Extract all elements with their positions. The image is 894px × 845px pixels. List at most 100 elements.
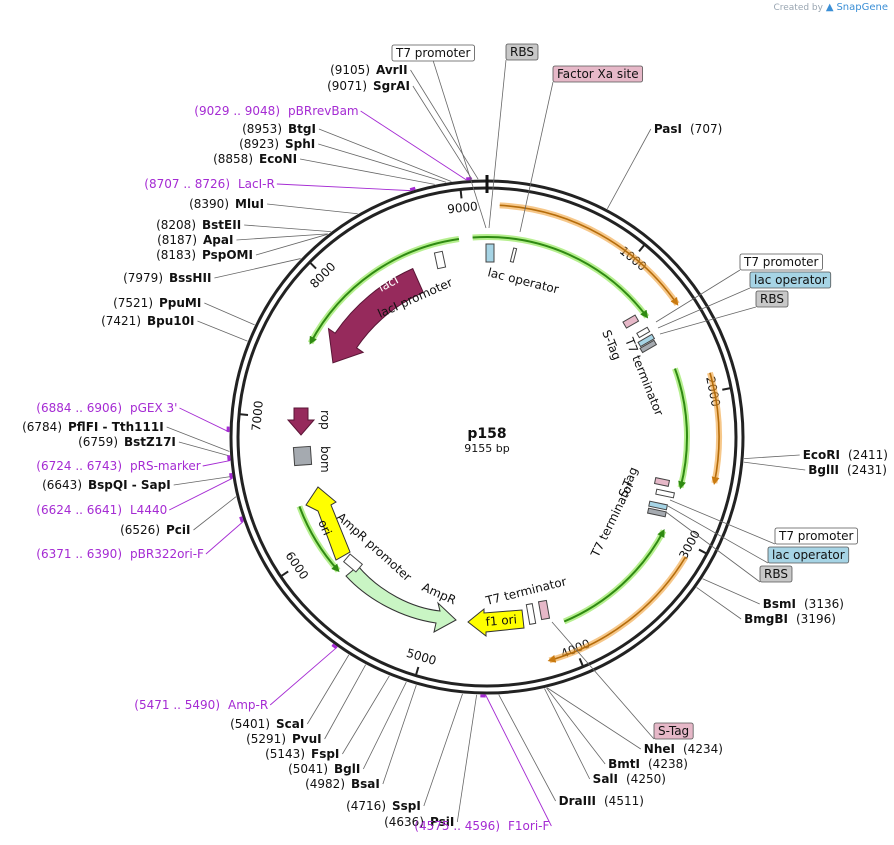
credit-brand: SnapGene (836, 2, 888, 13)
boxed-feature[interactable]: RBS (759, 565, 793, 583)
leader-line (410, 69, 479, 180)
site-label[interactable]: (5041)BglI (288, 762, 360, 776)
site-label[interactable]: (8390)MluI (189, 197, 264, 211)
site-label[interactable]: (9105)AvrII (330, 63, 407, 77)
boxed-feature[interactable]: RBS (755, 290, 789, 308)
site-label[interactable]: (5143)FspI (265, 747, 339, 761)
site-name: PvuI (292, 732, 322, 746)
t7-box-2c (646, 507, 667, 518)
orf-arc-1 (499, 202, 680, 306)
orf-green-1-line (309, 237, 460, 345)
site-label[interactable]: DraIII(4511) (559, 794, 644, 808)
orf-green-4-line (563, 529, 665, 623)
site-label[interactable]: (6784)PflFI - Tth111I (22, 420, 164, 434)
site-label[interactable]: (8923)SphI (239, 137, 315, 151)
credit-text: Created by (773, 3, 823, 13)
site-label[interactable]: (7421)Bpu10I (101, 314, 194, 328)
site-label[interactable]: BsmI(3136) (763, 597, 844, 611)
primer-label[interactable]: (6884 .. 6906)pGEX 3' (36, 401, 177, 415)
primer-range: (5471 .. 5490) (134, 698, 220, 712)
site-label[interactable]: BmtI(4238) (608, 757, 688, 771)
site-label[interactable]: (8953)BtgI (242, 122, 316, 136)
site-position: (9071) (327, 79, 367, 93)
site-label[interactable]: (6643)BspQI - SapI (42, 478, 171, 492)
primer-label[interactable]: (5471 .. 5490)Amp-R (134, 698, 268, 712)
boxed-feature[interactable]: Factor Xa site (552, 65, 644, 83)
site-label[interactable]: (4716)SspI (346, 799, 421, 813)
boxed-feature-label: T7 promoter (778, 529, 854, 543)
leader-line (696, 587, 742, 620)
primer-leader (202, 460, 231, 467)
boxed-feature[interactable]: lac operator (767, 546, 850, 564)
site-label[interactable]: (5291)PvuI (246, 732, 322, 746)
lac-operator-label-top: lac operator (486, 265, 560, 296)
site-name: BstEII (202, 218, 241, 232)
boxed-feature[interactable]: T7 promoter (739, 253, 823, 271)
laci-gene-arrow[interactable] (327, 267, 424, 364)
site-label[interactable]: (7979)BssHII (123, 271, 211, 285)
site-label[interactable]: (8187)ApaI (157, 233, 233, 247)
primer-label[interactable]: (6624 .. 6641)L4440 (36, 503, 167, 517)
primer-label[interactable]: (8707 .. 8726)LacI-R (144, 177, 275, 191)
site-label[interactable]: (6526)PciI (120, 523, 190, 537)
primer-label[interactable]: (6724 .. 6743)pRS-marker (36, 459, 200, 473)
boxed-feature-box (755, 290, 789, 308)
laci-promoter-box[interactable] (433, 250, 447, 270)
orf-green-3-line (673, 368, 688, 490)
leader-line (324, 664, 367, 740)
site-label[interactable]: PasI(707) (654, 122, 722, 136)
site-name: ApaI (203, 233, 233, 247)
boxed-feature[interactable]: S-Tag (653, 722, 694, 740)
rop-arrow[interactable] (286, 407, 316, 436)
s-tag-box-2[interactable] (653, 477, 671, 487)
primer-leader (360, 110, 467, 181)
site-name: SalI (593, 772, 618, 786)
primer-label[interactable]: (6371 .. 6390)pBR322ori-F (36, 547, 204, 561)
site-label[interactable]: (6759)BstZ17I (78, 435, 176, 449)
boxed-feature[interactable]: T7 promoter (391, 44, 475, 62)
site-label[interactable]: BmgBI(3196) (744, 612, 836, 626)
boxed-feature[interactable]: lac operator (749, 271, 832, 289)
site-position: (6643) (42, 478, 82, 492)
boxed-feature-leader (669, 499, 776, 545)
site-label[interactable]: (8208)BstEII (156, 218, 241, 232)
site-label[interactable]: (8858)EcoNI (213, 152, 297, 166)
site-position: (6784) (22, 420, 62, 434)
site-label[interactable]: BglII(2431) (808, 463, 887, 477)
f1-ori-arrow[interactable] (467, 607, 525, 638)
site-label[interactable]: (9071)SgrAI (327, 79, 410, 93)
primer-label[interactable]: (9029 .. 9048)pBRrevBam (194, 104, 358, 118)
t7-box-3a (525, 603, 537, 625)
lac-operator-box-top[interactable] (485, 243, 495, 263)
site-label[interactable]: NheI(4234) (644, 742, 723, 756)
ampr-promoter-box[interactable] (342, 553, 364, 573)
primer-label[interactable]: (4575 .. 4596)F1ori-F (414, 819, 549, 833)
site-name: BmtI (608, 757, 640, 771)
site-label[interactable]: (5401)ScaI (230, 717, 304, 731)
ori-arrow[interactable] (305, 486, 351, 561)
s-tag-box-1[interactable] (622, 314, 640, 329)
leader-line (606, 128, 652, 209)
site-label[interactable]: (8183)PspOMI (156, 248, 253, 262)
ampr-arrow[interactable] (345, 565, 457, 633)
site-name: NheI (644, 742, 675, 756)
boxed-feature-label: T7 promoter (395, 46, 471, 60)
tick-mark (238, 413, 249, 416)
snapgene-logo-icon: ▲ (825, 2, 834, 13)
boxed-feature[interactable]: RBS (505, 43, 539, 61)
tick-label: 9000 (447, 199, 479, 216)
boxed-feature-leader (551, 621, 655, 740)
leader-line (382, 684, 417, 785)
site-label[interactable]: (4982)BsaI (305, 777, 380, 791)
site-label[interactable]: (4636)PsiI (384, 815, 454, 829)
s-tag-box-3[interactable] (537, 599, 551, 621)
boxed-feature[interactable]: T7 promoter (774, 527, 858, 545)
leader-line (173, 475, 233, 486)
boxed-feature-label: Factor Xa site (557, 67, 639, 81)
site-label[interactable]: SalI(4250) (593, 772, 666, 786)
site-position: (8183) (156, 248, 196, 262)
site-label[interactable]: EcoRI(2411) (803, 448, 888, 462)
site-label[interactable]: (7521)PpuMI (113, 296, 201, 310)
boxed-feature-box (505, 43, 539, 61)
bom-box[interactable] (292, 445, 313, 467)
